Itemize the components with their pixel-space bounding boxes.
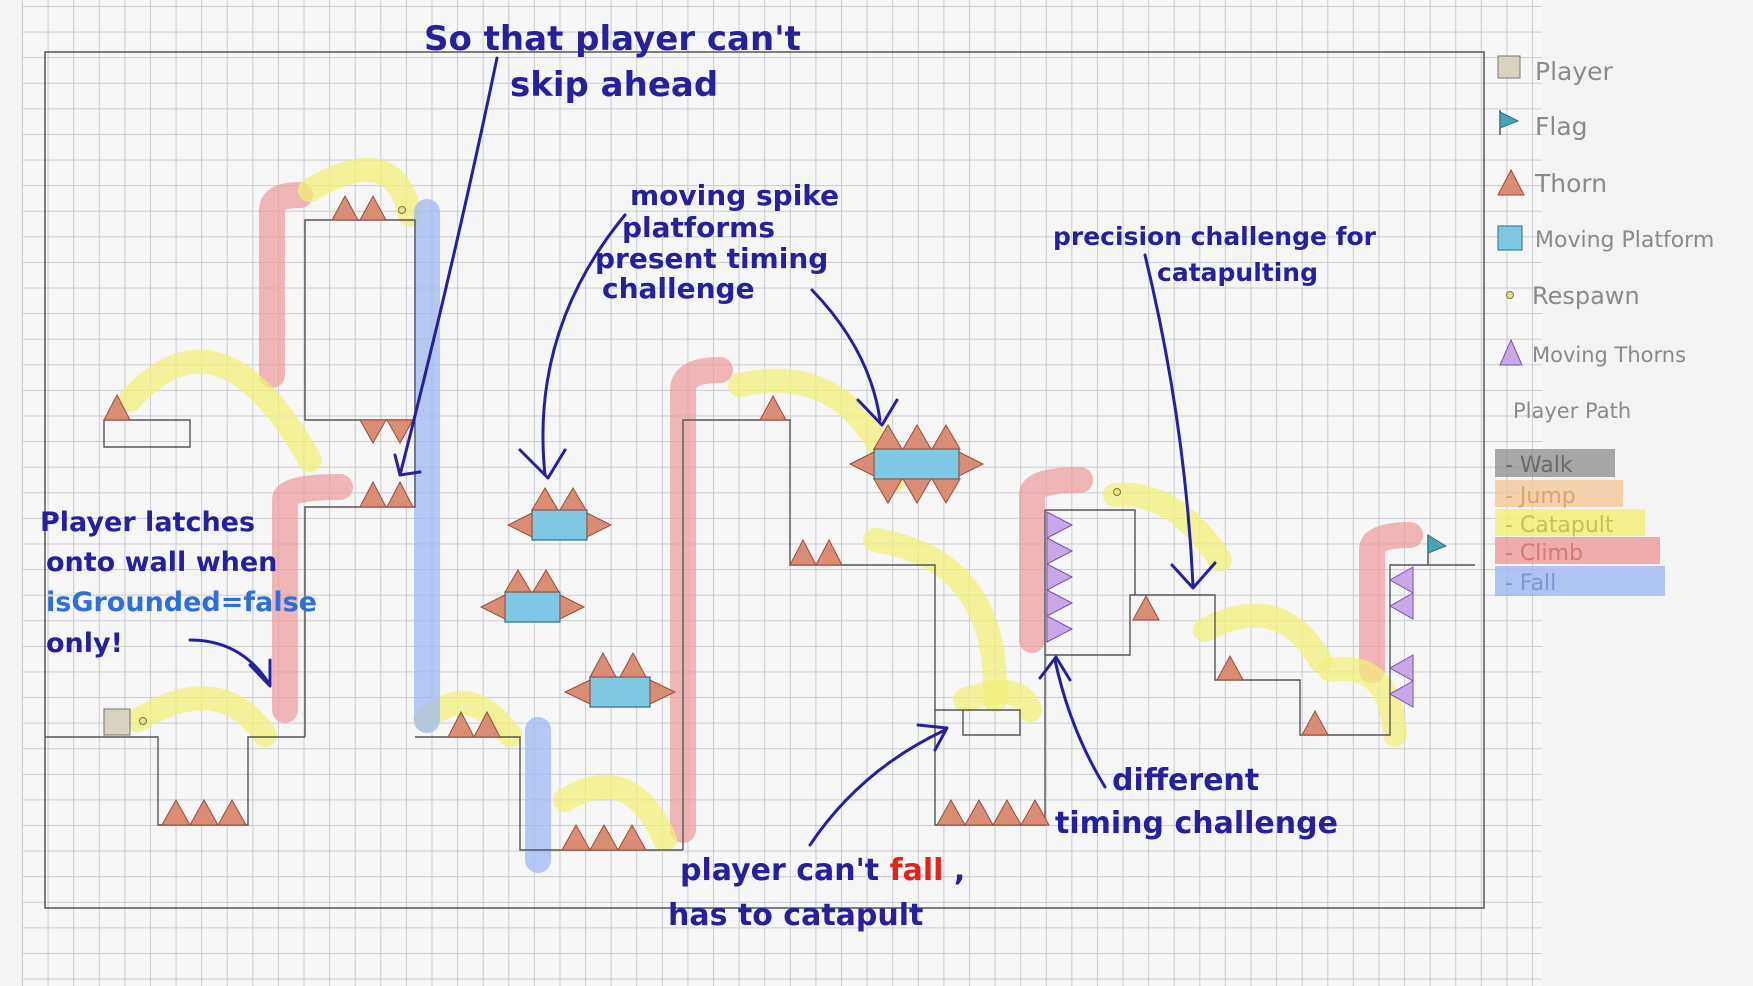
- legend-label-thorn: Thorn: [1534, 169, 1607, 198]
- thorn: [1020, 798, 1050, 826]
- thorn: [1132, 594, 1160, 621]
- moving-thorn-triangle-icon: [1499, 338, 1523, 366]
- path-key-jump: - Jump: [1495, 480, 1623, 509]
- thorn: [589, 823, 619, 851]
- note-moving-spike: moving spike platforms present timing ch…: [595, 179, 839, 305]
- respawn-dot-icon: [1506, 291, 1514, 299]
- svg-text:timing challenge: timing challenge: [1055, 806, 1338, 841]
- path-key-fall: - Fall: [1495, 566, 1665, 596]
- note-precision: precision challenge for catapulting: [1053, 222, 1377, 287]
- svg-text:onto wall when: onto wall when: [46, 547, 277, 578]
- thorn: [331, 194, 359, 221]
- thorn: [1216, 654, 1244, 681]
- legend: Player Flag Thorn Moving Platform Respaw…: [1495, 55, 1714, 596]
- graph-paper: [22, 0, 1542, 986]
- thorn: [789, 538, 817, 566]
- svg-text:challenge: challenge: [602, 272, 755, 305]
- note-cant-fall: player can't fall , has to catapult: [668, 853, 965, 933]
- moving-spike-platform: [563, 651, 677, 708]
- path-key-walk: - Walk: [1495, 449, 1615, 478]
- svg-text:present timing: present timing: [595, 242, 828, 275]
- thorn: [189, 798, 219, 826]
- thorn: [217, 798, 247, 826]
- thorn: [815, 538, 843, 566]
- svg-text:platforms: platforms: [622, 211, 775, 244]
- svg-text:So that player can't: So that player can't: [424, 19, 801, 59]
- svg-text:player can't fall: player can't fall ,: [680, 853, 965, 888]
- thorn: [359, 419, 387, 445]
- svg-text:only!: only!: [46, 628, 123, 659]
- thorn: [359, 194, 387, 221]
- legend-label-player: Player: [1535, 57, 1614, 86]
- path-key-catapult: - Catapult: [1495, 509, 1645, 538]
- flag-icon: [1499, 110, 1520, 135]
- player-square-icon: [1497, 55, 1521, 79]
- legend-label-respawn: Respawn: [1532, 282, 1640, 310]
- thorn: [759, 394, 787, 421]
- player-path: [118, 158, 1423, 873]
- thorn: [161, 798, 191, 826]
- note-skip-ahead: So that player can't skip ahead: [424, 19, 801, 105]
- svg-text:- Climb: - Climb: [1505, 541, 1583, 566]
- svg-text:catapulting: catapulting: [1157, 258, 1318, 287]
- thorn: [617, 823, 647, 851]
- thorn-triangle-icon: [1497, 168, 1525, 196]
- svg-text:moving spike: moving spike: [630, 179, 839, 212]
- legend-label-flag: Flag: [1535, 112, 1588, 141]
- moving-thorns: [1046, 511, 1414, 708]
- moving-spike-platform: [848, 424, 985, 504]
- legend-label-moving-platform: Moving Platform: [1535, 228, 1714, 253]
- thorn: [103, 393, 131, 421]
- thorn: [561, 823, 591, 851]
- thorn: [359, 480, 387, 508]
- moving-platform-icon: [1497, 225, 1523, 251]
- player: [103, 708, 131, 736]
- svg-text:skip ahead: skip ahead: [510, 65, 718, 105]
- thorn: [1301, 709, 1329, 736]
- thorn: [992, 798, 1022, 826]
- level-frame: [44, 51, 1485, 909]
- path-key-climb: - Climb: [1495, 537, 1660, 566]
- legend-path-title: Player Path: [1513, 399, 1631, 423]
- thorn: [386, 419, 414, 445]
- svg-text:- Fall: - Fall: [1505, 571, 1556, 596]
- legend-label-moving-thorns: Moving Thorns: [1532, 343, 1686, 367]
- thorn: [473, 710, 501, 738]
- annotation-arrows: [188, 56, 1217, 847]
- fall-path: [414, 199, 551, 873]
- moving-spike-platform: [479, 569, 586, 623]
- thorns: [103, 194, 1329, 851]
- svg-text:isGrounded=false: isGrounded=false: [46, 587, 317, 618]
- svg-text:- Walk: - Walk: [1505, 453, 1573, 478]
- thorn: [964, 798, 994, 826]
- note-timing: different timing challenge: [1055, 763, 1338, 841]
- note-latches: Player latches onto wall when isGrounded…: [40, 507, 317, 659]
- thorn: [386, 480, 414, 508]
- thorn: [936, 798, 966, 826]
- svg-text:different: different: [1112, 763, 1259, 798]
- respawn-points: [139, 206, 1121, 725]
- goal-flag: [1427, 534, 1448, 565]
- thorn: [447, 710, 475, 738]
- svg-text:- Catapult: - Catapult: [1505, 513, 1614, 538]
- svg-text:- Jump: - Jump: [1505, 484, 1576, 509]
- svg-text:has to catapult: has to catapult: [668, 898, 923, 933]
- climb-path: [259, 182, 1423, 843]
- svg-text:precision challenge for: precision challenge for: [1053, 222, 1377, 251]
- svg-text:Player latches: Player latches: [40, 507, 255, 538]
- moving-spike-platform: [506, 487, 613, 541]
